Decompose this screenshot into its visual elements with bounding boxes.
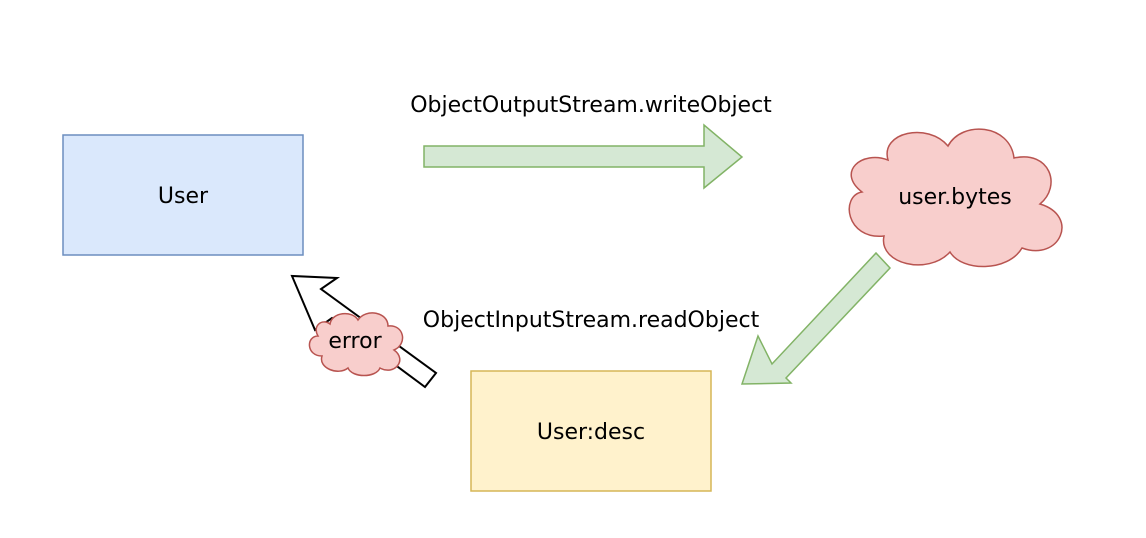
user-desc-label: User:desc <box>537 420 645 445</box>
error-node[interactable]: error <box>308 312 404 377</box>
user-desc-node[interactable]: User:desc <box>470 370 712 492</box>
read-object-arrow[interactable] <box>740 251 892 385</box>
user-desc-box <box>470 370 712 492</box>
user-label: User <box>158 184 209 209</box>
user-bytes-node[interactable]: user.bytes <box>848 128 1063 268</box>
error-label: error <box>328 329 382 354</box>
user-box <box>62 134 304 256</box>
write-object-arrow[interactable] <box>423 123 744 190</box>
read-object-label: ObjectInputStream.readObject <box>423 308 760 333</box>
user-node[interactable]: User <box>62 134 304 256</box>
user-bytes-label: user.bytes <box>898 185 1012 210</box>
user-bytes-cloud <box>848 128 1063 268</box>
error-cloud <box>308 312 404 377</box>
write-object-label: ObjectOutputStream.writeObject <box>410 93 772 118</box>
